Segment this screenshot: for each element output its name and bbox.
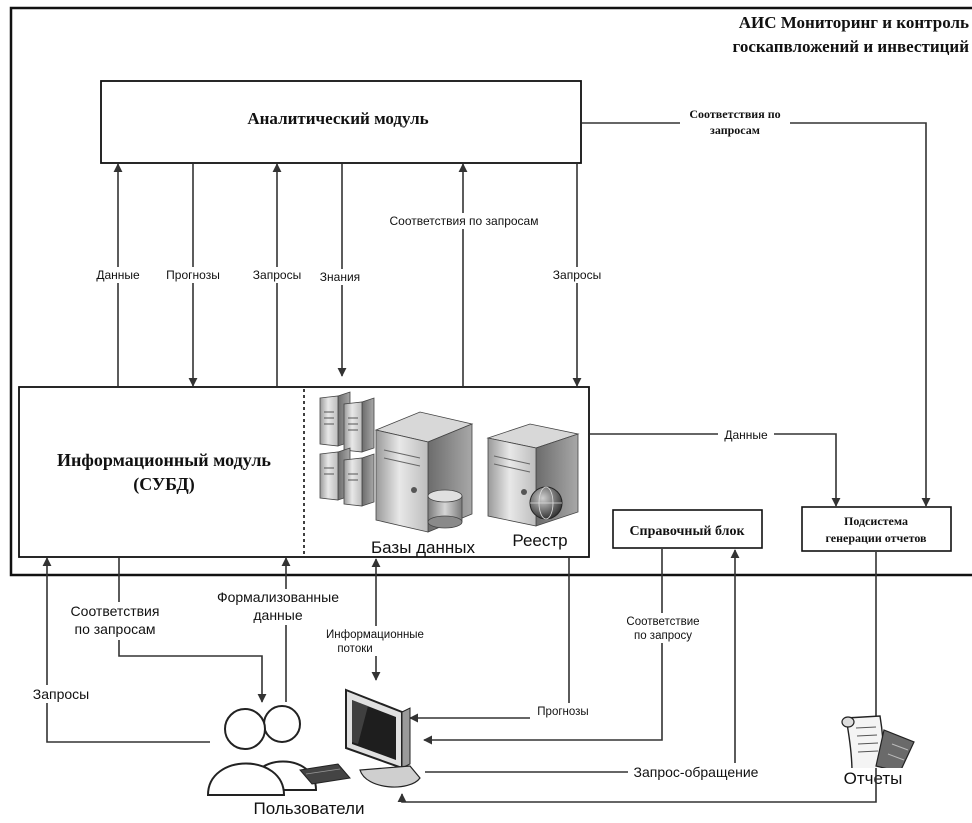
- arrow-appeal-to-reference: [425, 549, 740, 773]
- label-formalized-line2: данные: [253, 607, 302, 623]
- reports-scroll-icon: [841, 715, 915, 773]
- label-data-1: Данные: [96, 268, 140, 282]
- arrow-requests-to-info: [42, 557, 210, 743]
- reports-subsystem-label-line1: Подсистема: [844, 514, 908, 528]
- reference-block-box: [612, 509, 763, 549]
- analytic-module-label: Аналитический модуль: [247, 109, 428, 128]
- registry-server-icon: [486, 423, 580, 527]
- label-matches-low-line2: по запросам: [74, 621, 155, 637]
- label-requests-3: Запросы: [33, 686, 89, 702]
- database-server-icon: [374, 411, 474, 533]
- info-module-label-line1: Информационный модуль: [57, 450, 271, 470]
- reports-subsystem-box: [801, 506, 952, 552]
- arrow-match-to-computer: [423, 549, 663, 745]
- arrow-matches-to-reports: [582, 122, 931, 507]
- label-matches-top-line1: Соответствия по: [689, 107, 780, 121]
- databases-label: Базы данных: [371, 538, 476, 557]
- users-icon: [206, 705, 351, 796]
- label-info-flows-line2: потоки: [337, 643, 372, 655]
- reports-label: Отчеты: [844, 769, 903, 788]
- analytic-module-box: [100, 80, 582, 164]
- label-matches-mid: Соответствия по запросам: [390, 214, 539, 228]
- label-formalized-line1: Формализованные: [217, 589, 339, 605]
- system-title-line1: АИС Мониторинг и контроль: [739, 13, 969, 32]
- label-matches-low-line1: Соответствия: [71, 603, 160, 619]
- reference-block-label: Справочный блок: [629, 524, 745, 539]
- arrow-data-to-reports: [590, 433, 841, 507]
- label-matches-top-line2: запросам: [710, 123, 760, 137]
- label-info-flows-line1: Информационные: [326, 629, 424, 641]
- label-requests-2: Запросы: [553, 268, 601, 282]
- label-match-query-line2: по запросу: [634, 630, 692, 642]
- system-boundary: [9, 6, 972, 577]
- users-label: Пользователи: [254, 799, 365, 818]
- server-group-icon: [319, 391, 375, 507]
- registry-label: Реестр: [512, 531, 567, 550]
- label-requests-1: Запросы: [253, 268, 301, 282]
- label-knowledge: Знания: [320, 270, 360, 284]
- info-module-label-line2: (СУБД): [133, 474, 195, 495]
- label-query-appeal: Запрос-обращение: [634, 764, 759, 780]
- label-forecasts-1: Прогнозы: [166, 268, 220, 282]
- label-data-2: Данные: [724, 428, 768, 442]
- system-title-line2: госкапвложений и инвестиций: [733, 37, 970, 56]
- arrow-reports-to-users: [397, 552, 877, 803]
- reports-subsystem-label-line2: генерации отчетов: [825, 531, 927, 545]
- label-match-query-line1: Соответствие: [626, 616, 699, 628]
- label-forecasts-2: Прогнозы: [537, 706, 588, 718]
- computer-terminal-icon: [345, 688, 421, 788]
